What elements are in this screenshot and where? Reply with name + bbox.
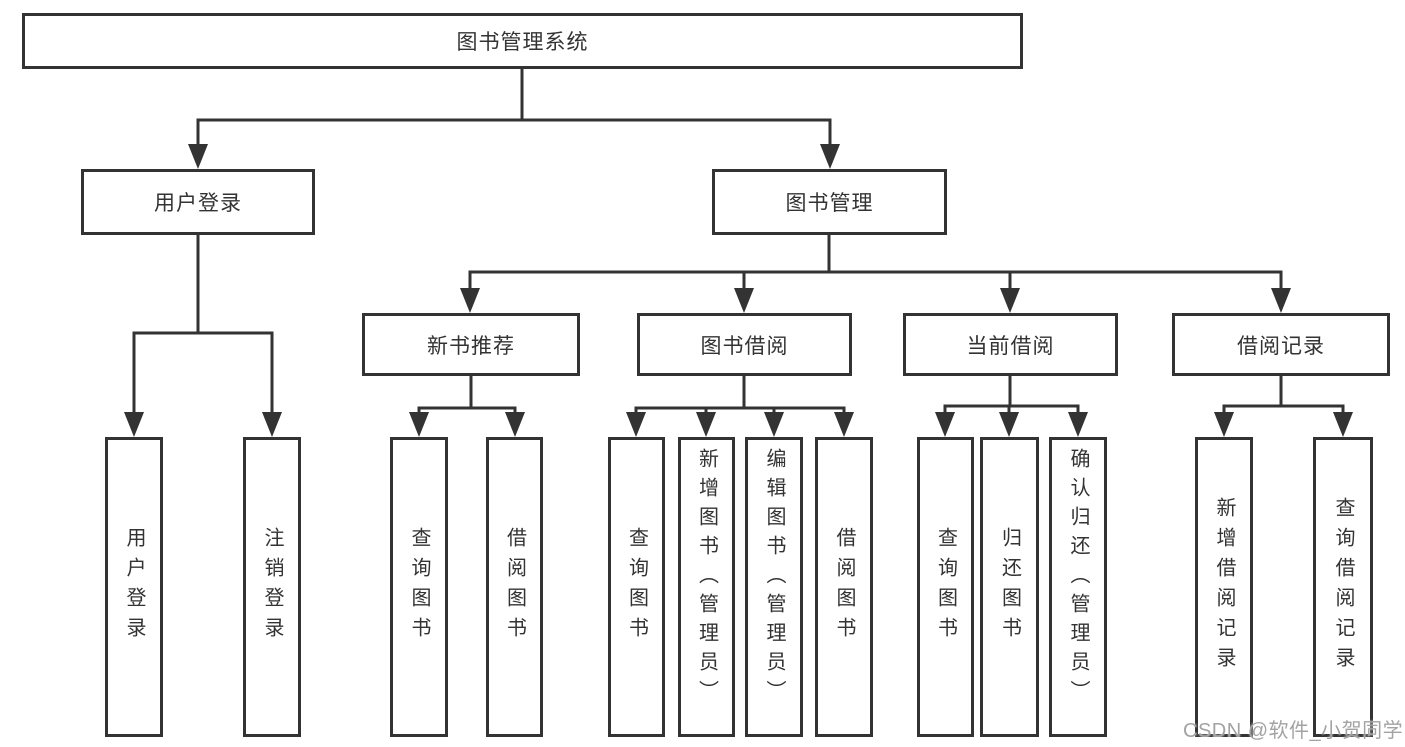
leaf-add-book-admin: 新增图书（管理员） <box>678 437 735 737</box>
leaf-query-books-recommend: 查询图书 <box>390 437 448 737</box>
arrowhead <box>696 412 716 437</box>
arrowhead <box>262 412 282 437</box>
arrowhead <box>124 412 144 437</box>
watermark: CSDN @软件_小贺同学 <box>1183 720 1404 742</box>
connector-book-management-to-level3 <box>468 233 1283 293</box>
node-root-library-system: 图书管理系统 <box>22 13 1023 69</box>
leaf-query-borrow-record: 查询借阅记录 <box>1313 437 1373 737</box>
leaf-add-borrow-record: 新增借阅记录 <box>1195 437 1253 737</box>
leaf-user-login: 用户登录 <box>105 437 163 737</box>
connector-root-to-level2 <box>196 67 832 149</box>
node-user-login: 用户登录 <box>81 169 315 235</box>
arrowhead <box>409 412 429 437</box>
arrowhead <box>935 412 955 437</box>
arrowhead <box>999 412 1019 437</box>
arrowhead <box>764 412 784 437</box>
leaf-query-books-borrow: 查询图书 <box>608 437 665 737</box>
connector-current-borrow-to-leaves <box>943 374 1080 418</box>
node-new-book-recommend: 新书推荐 <box>362 313 580 376</box>
leaf-edit-book-admin: 编辑图书（管理员） <box>745 437 803 737</box>
arrowhead <box>820 144 840 169</box>
node-book-borrow: 图书借阅 <box>637 313 852 376</box>
leaf-logout: 注销登录 <box>243 437 301 737</box>
arrowhead <box>1068 412 1088 437</box>
arrowhead <box>1000 288 1020 313</box>
arrowhead <box>1333 412 1353 437</box>
connector-borrow-records-to-leaves <box>1222 374 1345 418</box>
arrowhead <box>1214 412 1234 437</box>
leaf-return-books: 归还图书 <box>980 437 1039 737</box>
connector-user-login-to-leaves <box>132 233 274 417</box>
leaf-borrow-books: 借阅图书 <box>815 437 873 737</box>
node-book-management: 图书管理 <box>712 169 947 235</box>
arrowheads <box>124 144 1353 437</box>
arrowhead <box>1271 288 1291 313</box>
arrowhead <box>460 288 480 313</box>
connector-new-book-recommend-to-leaves <box>417 374 517 418</box>
node-current-borrow: 当前借阅 <box>903 313 1118 376</box>
leaf-confirm-return-admin: 确认归还（管理员） <box>1049 437 1107 737</box>
leaf-borrow-books-recommend: 借阅图书 <box>486 437 543 737</box>
node-borrow-records: 借阅记录 <box>1172 313 1390 376</box>
connector-book-borrow-to-leaves <box>634 374 846 418</box>
arrowhead <box>626 412 646 437</box>
arrowhead <box>734 288 754 313</box>
arrowhead <box>834 412 854 437</box>
arrowhead <box>505 412 525 437</box>
leaf-query-books-current: 查询图书 <box>917 437 974 737</box>
arrowhead <box>188 144 208 169</box>
